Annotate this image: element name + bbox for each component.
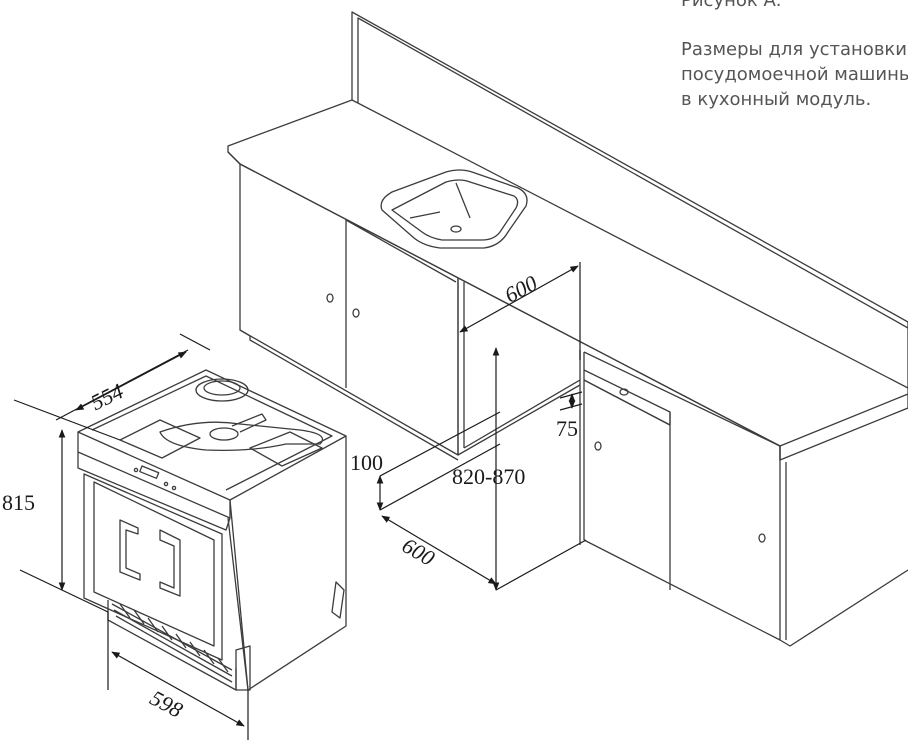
door-knob-icon (326, 293, 334, 303)
door-knob-icon (352, 308, 360, 318)
sink (380, 169, 528, 249)
dishwasher-side (229, 436, 347, 691)
caption-line-2: посудомоечной машины (681, 64, 908, 85)
dim-820-870: 820-870 (452, 464, 525, 489)
dim-815: 815 (2, 490, 35, 515)
backsplash (351, 11, 908, 390)
dim-75: 75 (556, 416, 578, 441)
right-cabinet (583, 351, 908, 647)
control-panel (77, 432, 231, 531)
sink-drain-icon (450, 225, 462, 233)
door-knob-icon (594, 441, 602, 451)
dimension-lines (13, 262, 587, 740)
countertop (227, 99, 908, 461)
caption-line-3: в кухонный модуль. (681, 89, 872, 110)
figure-label: Рисунок А. (681, 0, 782, 11)
kitchen-cabinet (227, 11, 908, 647)
drawer-knob-icon (619, 388, 629, 396)
dim-100: 100 (350, 450, 383, 475)
dim-554: 554 (87, 378, 128, 415)
dishwasher (77, 369, 347, 691)
dishwasher-base (107, 600, 251, 691)
door-knob-icon (758, 533, 766, 543)
dim-600-depth: 600 (398, 533, 439, 571)
spray-arm (159, 378, 324, 452)
caption-line-1: Размеры для установки (681, 39, 907, 60)
